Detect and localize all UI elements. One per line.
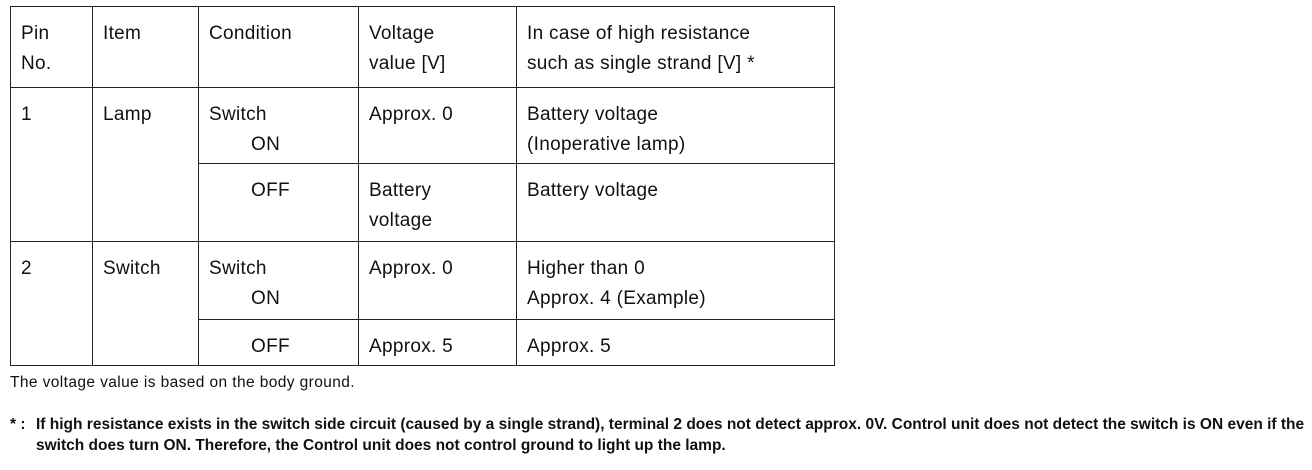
high-resistance-cell: Approx. 5 xyxy=(516,319,835,366)
condition-cell: OFF xyxy=(198,319,359,366)
high-resistance-cell: Battery voltage(Inoperative lamp) xyxy=(516,87,835,164)
footnote-marker: * : xyxy=(10,416,26,433)
pin-cell: 1 xyxy=(10,87,93,242)
table-row: OFF Approx. 5 Approx. 5 xyxy=(11,319,835,366)
voltage-cell: Approx. 0 xyxy=(358,241,517,320)
voltage-cell: Approx. 5 xyxy=(358,319,517,366)
footnote: * : If high resistance exists in the swi… xyxy=(10,414,1305,456)
body-ground-note: The voltage value is based on the body g… xyxy=(10,374,355,391)
condition-cell: OFF xyxy=(198,163,359,242)
footnote-text: If high resistance exists in the switch … xyxy=(36,416,1305,454)
high-resistance-cell: Battery voltage xyxy=(516,163,835,242)
pin-cell: 2 xyxy=(10,241,93,366)
header-condition: Condition xyxy=(198,6,359,88)
voltage-cell: Approx. 0 xyxy=(358,87,517,164)
header-item: Item xyxy=(92,6,199,88)
item-cell: Switch xyxy=(92,241,199,366)
item-cell: Lamp xyxy=(92,87,199,242)
